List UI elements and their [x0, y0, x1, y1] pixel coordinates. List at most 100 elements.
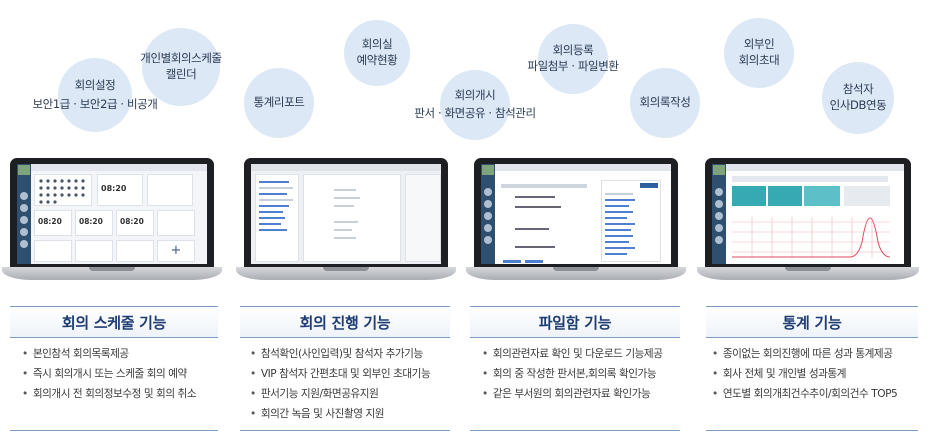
laptop-lid: 08:20 08:20 08:20 08:20 +: [10, 158, 214, 268]
card-time: 08:20: [79, 217, 103, 226]
stat-tile: [732, 186, 766, 206]
meeting-card: 08:20: [34, 210, 72, 236]
bubble-meeting-start: 회의개시 판서 · 화면공유 · 참석관리: [414, 70, 536, 140]
card-time: 08:20: [38, 217, 62, 226]
feature-item: 같은 부서원의 회의관련자료 확인가능: [482, 386, 663, 401]
meeting-card: 08:20: [75, 210, 113, 236]
laptop-lid: [244, 158, 448, 268]
file-item: [605, 229, 631, 231]
file-item: [605, 193, 633, 195]
feature-item: 본인참석 회의목록제공: [22, 346, 196, 361]
stat-tile: [768, 186, 802, 206]
meeting-card: 08:20: [97, 174, 143, 206]
feature-item: 종이없는 회의진행에 따른 성과 통계제공: [712, 346, 897, 361]
file-item: [605, 253, 627, 255]
bubble-text: 예약현황: [356, 53, 398, 67]
list-line: [259, 199, 293, 201]
feature-item: 회의간 녹음 및 사진촬영 지원: [250, 406, 430, 421]
row-line: [515, 196, 555, 198]
feature-item: 회의 중 작성한 판서본,회의록 확인가능: [482, 366, 663, 381]
topbar: [31, 164, 207, 171]
list-line: [259, 205, 289, 207]
add-meeting-card[interactable]: +: [157, 240, 195, 262]
meeting-card: [75, 240, 113, 262]
doc-line: [334, 237, 356, 239]
nav-icon: [715, 212, 723, 220]
file-item: [605, 205, 629, 207]
section-rule: [240, 430, 450, 431]
bubble-minutes: 회의록작성: [630, 68, 700, 138]
laptop-base: [466, 267, 686, 280]
laptop-lid: [474, 158, 678, 268]
bubble-text: 회의록작성: [639, 95, 691, 110]
row-line: [515, 206, 561, 208]
list-line: [259, 211, 283, 213]
stat-tile: [804, 186, 840, 206]
feature-item: 즉시 회의개시 또는 스케줄 회의 예약: [22, 366, 196, 381]
screen-proceeding: [251, 164, 441, 264]
feature-list-schedule: 본인참석 회의목록제공 즉시 회의개시 또는 스케줄 회의 예약 회의개시 전 …: [22, 346, 197, 406]
laptop-lid: [705, 158, 911, 268]
file-item: [605, 223, 635, 225]
bubble-meeting-register: 회의등록 파일첨부 · 파일변환: [527, 24, 619, 94]
bubble-text: 회의설정: [74, 77, 116, 92]
laptop-statistics: [697, 158, 919, 280]
screen-filebox: [481, 164, 671, 264]
nav-icon: [484, 188, 492, 196]
file-item: [605, 241, 629, 243]
list-line: [259, 217, 285, 219]
calendar-grid: [39, 179, 85, 204]
bubble-text: 파일첨부 · 파일변환: [527, 59, 619, 73]
bubble-text: 판서 · 화면공유 · 참석관리: [414, 106, 536, 120]
bubble-external-invite: 외부인 회의초대: [724, 18, 794, 88]
file-item: [605, 199, 635, 201]
section-rule: [10, 430, 218, 431]
doc-line: [334, 221, 358, 223]
button-line[interactable]: [503, 260, 521, 263]
section-rule: [706, 430, 918, 431]
doc-line: [334, 229, 352, 231]
feature-item: 참석확인(사인입력)및 참석자 추가기능: [250, 346, 430, 361]
topbar: [495, 164, 671, 171]
attendee-list: [255, 174, 299, 262]
sidebar: [712, 164, 726, 264]
tool-panel: [405, 174, 441, 262]
button-line[interactable]: [525, 260, 543, 263]
document-viewer: [303, 174, 401, 262]
feature-item: 회의관련자료 확인 및 다운로드 기능제공: [482, 346, 663, 361]
feature-list-filebox: 회의관련자료 확인 및 다운로드 기능제공 회의 중 작성한 판서본,회의록 확…: [482, 346, 663, 406]
file-list-header: [640, 183, 658, 188]
topbar: [251, 164, 441, 171]
nav-icon: [715, 224, 723, 232]
bubble-room-reservation: 회의실 예약현황: [344, 20, 410, 86]
bubble-text: 캘린더: [165, 67, 197, 81]
bubble-text: 개인별회의스케줄: [140, 51, 222, 66]
list-line: [259, 193, 287, 195]
feature-list-statistics: 종이없는 회의진행에 따른 성과 통계제공 회사 전체 및 개인별 성과통계 연…: [712, 346, 898, 406]
card-time: 08:20: [120, 217, 144, 226]
calendar-panel: [34, 174, 92, 206]
file-item: [605, 217, 627, 219]
nav-icon: [715, 236, 723, 244]
bubble-personal-calendar: 개인별회의스케줄 캘린더: [140, 28, 222, 106]
list-line: [259, 223, 281, 225]
nav-icon: [484, 236, 492, 244]
nav-icon: [484, 224, 492, 232]
doc-line: [334, 205, 354, 207]
list-line: [259, 187, 293, 189]
bubble-text: 외부인: [743, 37, 775, 52]
meeting-card: [147, 174, 193, 206]
nav-icon: [484, 200, 492, 208]
table-header: [501, 184, 587, 188]
file-list: [601, 180, 661, 262]
laptop-base: [236, 267, 456, 280]
bubble-meeting-settings: 회의설정 보안1급 · 보안2급 · 비공개: [33, 58, 158, 132]
nav-icon: [715, 188, 723, 196]
file-item: [605, 211, 633, 213]
laptop-schedule: 08:20 08:20 08:20 08:20 +: [2, 158, 222, 280]
meeting-card: 08:20: [116, 210, 154, 236]
row-line: [515, 228, 549, 230]
feature-item: 회사 전체 및 개인별 성과통계: [712, 366, 897, 381]
file-item: [605, 247, 635, 249]
stat-box: [844, 186, 890, 206]
